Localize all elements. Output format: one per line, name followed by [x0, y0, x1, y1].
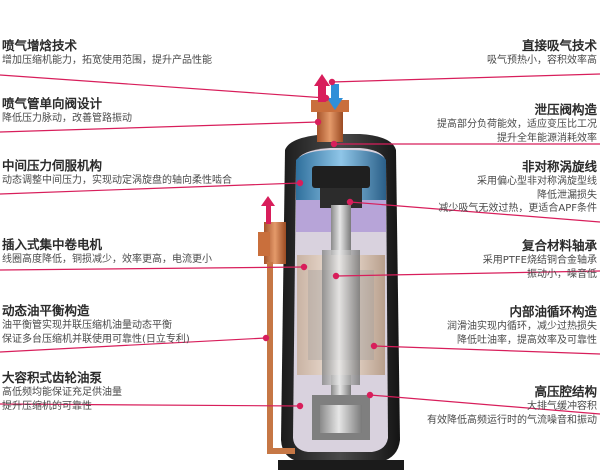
feature-desc: 吸气预热小，容积效率高: [487, 55, 597, 66]
feature-desc: 减少吸气无效过热，更适合APF条件: [438, 203, 597, 214]
feature-title: 动态油平衡构造: [2, 303, 90, 318]
feature-desc: 油平衡管实现并联压缩机油量动态平衡: [2, 320, 172, 331]
feature-title: 直接吸气技术: [521, 38, 597, 53]
feature-desc: 大排气缓冲容积: [527, 401, 597, 412]
feature-servo-mechanism: 中间压力伺服机构 动态调整中间压力，实现动定涡旋盘的轴向柔性啮合: [2, 158, 232, 188]
feature-title: 插入式集中卷电机: [2, 237, 103, 252]
feature-direct-suction: 直接吸气技术 吸气预热小，容积效率高: [487, 38, 597, 68]
feature-desc: 高低频均能保证充足供油量: [2, 387, 122, 398]
feature-desc: 动态调整中间压力，实现动定涡旋盘的轴向柔性啮合: [2, 175, 232, 186]
feature-composite-bearing: 复合材料轴承 采用PTFE烧结铜合金轴承 振动小，噪音低: [483, 238, 597, 281]
feature-check-valve: 喷气管单向阀设计 降低压力脉动，改善管路振动: [2, 96, 132, 126]
feature-desc: 润滑油实现内循环，减少过热损失: [447, 321, 597, 332]
feature-title: 内部油循环构造: [509, 304, 597, 319]
feature-title: 非对称涡旋线: [521, 159, 597, 174]
feature-title: 大容积式齿轮油泵: [2, 370, 103, 385]
feature-desc: 采用偏心型非对称涡旋型线: [477, 176, 597, 187]
feature-desc: 保证多台压缩机并联使用可靠性(日立专利): [2, 333, 190, 345]
feature-desc: 提升压缩机的可靠性: [2, 400, 92, 412]
feature-desc: 提高部分负荷能效，适应变压比工况: [437, 119, 597, 130]
feature-desc: 线圈高度降低，铜损减少，效率更高，电流更小: [2, 254, 212, 265]
feature-desc: 增加压缩机能力，拓宽使用范围，提升产品性能: [2, 55, 212, 66]
feature-internal-oil-circulation: 内部油循环构造 润滑油实现内循环，减少过热损失 降低吐油率，提高效率及可靠性: [447, 304, 597, 347]
feature-desc: 采用PTFE烧结铜合金轴承: [482, 255, 597, 266]
feature-desc: 振动小，噪音低: [527, 268, 597, 280]
feature-title: 泄压阀构造: [534, 102, 597, 117]
feature-desc: 降低泄漏损失: [537, 189, 597, 201]
feature-high-pressure-chamber: 高压腔结构 大排气缓冲容积 有效降低高频运行时的气流噪音和振动: [427, 384, 597, 427]
feature-motor: 插入式集中卷电机 线圈高度降低，铜损减少，效率更高，电流更小: [2, 237, 212, 267]
feature-title: 中间压力伺服机构: [2, 158, 103, 173]
feature-relief-valve: 泄压阀构造 提高部分负荷能效，适应变压比工况 提升全年能源消耗效率: [437, 102, 597, 145]
feature-desc: 降低吐油率，提高效率及可靠性: [457, 334, 597, 346]
feature-desc: 提升全年能源消耗效率: [497, 132, 597, 144]
feature-gear-oil-pump: 大容积式齿轮油泵 高低频均能保证充足供油量 提升压缩机的可靠性: [2, 370, 122, 413]
feature-desc: 降低压力脉动，改善管路振动: [2, 113, 132, 124]
feature-title: 高压腔结构: [534, 384, 597, 399]
feature-title: 喷气管单向阀设计: [2, 96, 103, 111]
feature-title: 复合材料轴承: [521, 238, 597, 253]
feature-asymmetric-scroll: 非对称涡旋线 采用偏心型非对称涡旋型线 降低泄漏损失 减少吸气无效过热，更适合A…: [438, 159, 597, 216]
feature-desc: 有效降低高频运行时的气流噪音和振动: [427, 414, 597, 426]
feature-oil-balance: 动态油平衡构造 油平衡管实现并联压缩机油量动态平衡 保证多台压缩机并联使用可靠性…: [2, 303, 190, 346]
feature-title: 喷气增焓技术: [2, 38, 78, 53]
feature-vapor-injection: 喷气增焓技术 增加压缩机能力，拓宽使用范围，提升产品性能: [2, 38, 212, 68]
